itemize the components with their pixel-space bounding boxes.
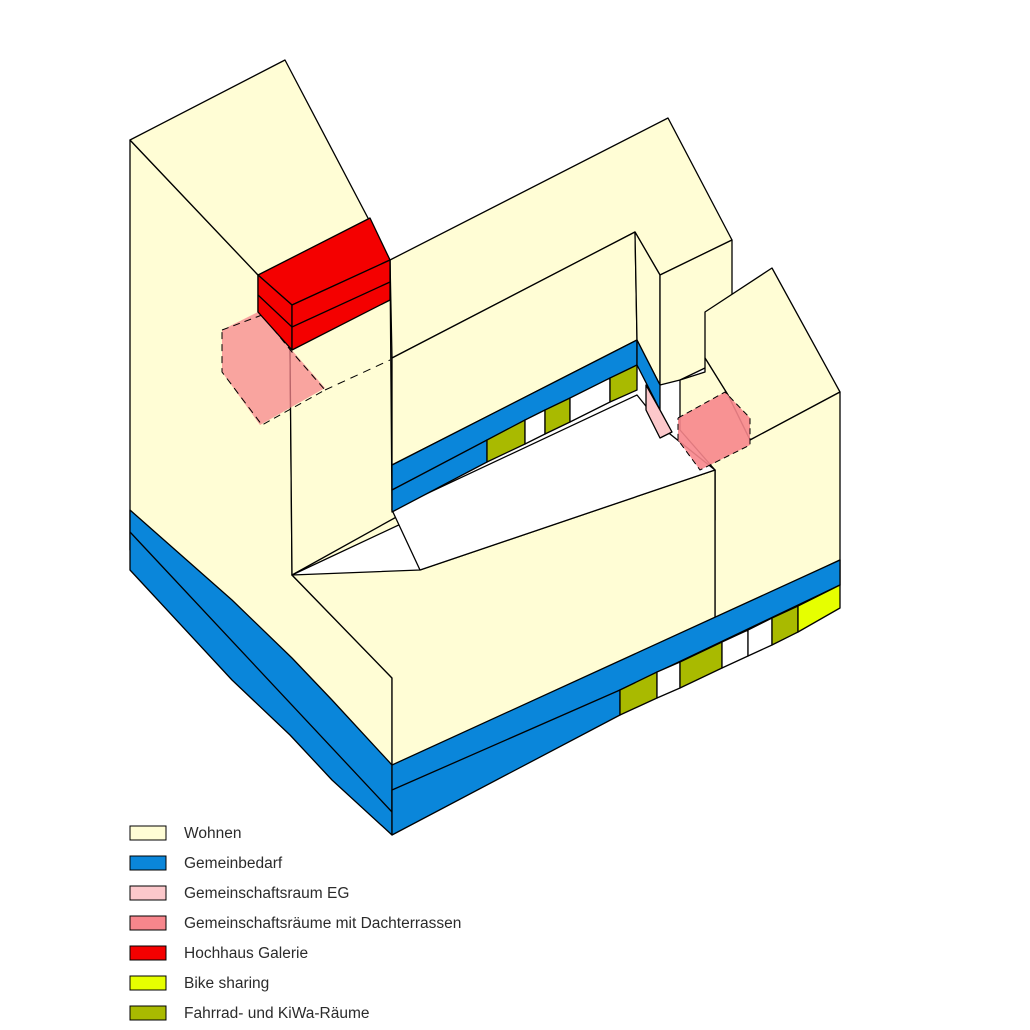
legend-item-fahrrad_kiwa: Fahrrad- und KiWa-Räume [129, 1005, 370, 1022]
legend-swatch [129, 855, 167, 871]
legend-label: Bike sharing [184, 975, 269, 992]
legend-label: Hochhaus Galerie [184, 945, 308, 962]
legend-item-bike_sharing: Bike sharing [129, 975, 269, 992]
gemeinschaftsraum-eg [645, 384, 673, 439]
legend-label: Gemeinschaftsraum EG [184, 885, 349, 902]
legend-swatch [129, 825, 167, 841]
gemeinbedarf-bands [129, 339, 841, 836]
building-mass [129, 59, 841, 796]
hochhaus-galerie [257, 217, 391, 351]
legend-swatch [129, 975, 167, 991]
legend-item-wohnen: Wohnen [129, 825, 241, 842]
legend-label: Gemeinschaftsräume mit Dachterrassen [184, 915, 461, 932]
legend-swatch [129, 945, 167, 961]
legend-swatch [129, 1005, 167, 1021]
legend-label: Gemeinbedarf [184, 855, 283, 872]
legend-swatch [129, 885, 167, 901]
legend-item-hochhaus_galerie: Hochhaus Galerie [129, 945, 308, 962]
legend-item-gemeinschaftsraum_eg: Gemeinschaftsraum EG [129, 885, 349, 902]
west-dachterrasse [222, 312, 325, 425]
legend-swatch [129, 915, 167, 931]
dachterrassen-rooms [221, 312, 751, 471]
legend-label: Wohnen [184, 825, 241, 842]
legend-item-gemeinschaftsraeume_dachterrassen: Gemeinschaftsräume mit Dachterrassen [129, 915, 461, 932]
legend-item-gemeinbedarf: Gemeinbedarf [129, 855, 283, 872]
south-bike-sharing [797, 584, 841, 633]
courtyard-kiwa-3 [609, 364, 638, 403]
ground-floor-segments [486, 364, 841, 716]
legend-label: Fahrrad- und KiWa-Räume [184, 1005, 370, 1022]
east-dachterrasse [678, 392, 750, 470]
